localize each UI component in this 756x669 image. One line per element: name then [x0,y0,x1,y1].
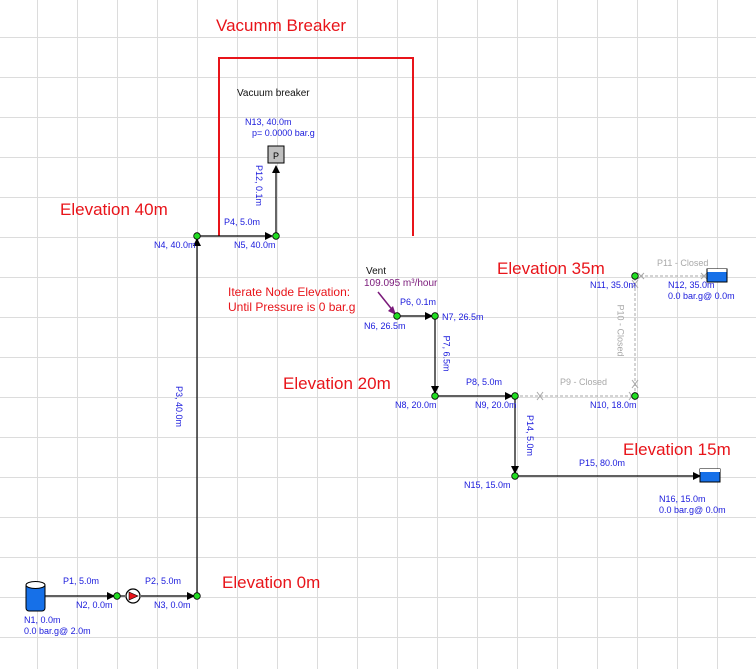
pipe-p2-label: P2, 5.0m [145,576,182,586]
node-n4[interactable] [193,232,201,240]
pipe-p4-label: P4, 5.0m [224,217,261,227]
node-n6[interactable] [393,312,401,320]
node-n3[interactable] [193,592,201,600]
node-n13-label-pressure: p= 0.0000 bar.g [252,128,315,138]
pipe-p15-label: P15, 80.0m [579,458,626,468]
vacuum-breaker-glyph: P [273,151,279,161]
node-n7-label: N7, 26.5m [442,312,484,322]
vent-label: Vent [366,266,387,277]
node-n10[interactable] [631,392,639,400]
pipe-p9-label: P9 - Closed [560,377,608,387]
pipe-p12-label: P12, 0.1m [254,164,265,207]
node-n12-label-pressure: 0.0 bar.g@ 0.0m [668,291,735,301]
vacuum-breaker-icon[interactable] [267,145,285,164]
node-n6-label: N6, 26.5m [364,321,406,331]
node-n2[interactable] [113,592,121,600]
node-n9[interactable] [511,392,519,400]
pipe-p8-label: P8, 5.0m [466,377,503,387]
node-n2-label: N2, 0.0m [76,600,113,610]
node-n10-label: N10, 18.0m [590,400,637,410]
node-n13-label: N13, 40.0m [245,117,292,127]
node-n3-label: N3, 0.0m [154,600,191,610]
pipe-p6-label: P6, 0.1m [400,297,437,307]
vent-arrow-head [388,306,396,315]
iterate-note-line2: Until Pressure is 0 bar.g [228,300,356,314]
pipe-p7-label: P7, 6.5m [441,335,452,372]
pump-icon[interactable] [125,588,141,604]
elevation-20-label: Elevation 20m [283,374,391,393]
node-n11-label: N11, 35.0m [590,280,636,290]
node-n15-label: N15, 15.0m [464,480,511,490]
iterate-note-line1: Iterate Node Elevation: [228,285,351,299]
junction-nodes [113,232,639,600]
node-n12-label: N12, 35.0m [668,280,715,290]
elevation-0-label: Elevation 0m [222,573,321,592]
node-n8[interactable] [431,392,439,400]
node-n11[interactable] [631,272,639,280]
node-n4-label: N4, 40.0m [154,240,196,250]
tank-n16-icon[interactable] [699,468,721,483]
node-n15[interactable] [511,472,519,480]
node-n1-label: N1, 0.0m [24,615,61,625]
elevation-35-label: Elevation 35m [497,259,605,278]
node-n7[interactable] [431,312,439,320]
vacuum-breaker-title: Vacumm Breaker [216,16,347,35]
node-n9-label: N9, 20.0m [475,400,517,410]
node-n16-label-pressure: 0.0 bar.g@ 0.0m [659,505,726,515]
vacuum-breaker-label: Vacuum breaker [237,88,310,99]
elevation-15-label: Elevation 15m [623,440,731,459]
vent-flow-label: 109.095 m³/hour [364,278,438,289]
pipe-p11-label: P11 - Closed [657,258,709,268]
node-n5[interactable] [272,232,280,240]
node-n1-label-pressure: 0.0 bar.g@ 2.0m [24,626,91,636]
node-n5-label: N5, 40.0m [234,240,276,250]
pipe-p14-label: P14, 5.0m [525,414,536,457]
node-n16-label: N16, 15.0m [659,494,706,504]
reservoir-n1-icon[interactable] [25,581,46,612]
pipe-p10-label: P10 - Closed [615,304,626,357]
pipe-p1-label: P1, 5.0m [63,576,100,586]
tank-n12-icon[interactable] [706,268,728,283]
elevation-40-label: Elevation 40m [60,200,168,219]
pipe-p3-label: P3, 40.0m [174,385,185,428]
node-n8-label: N8, 20.0m [395,400,437,410]
vacuum-breaker-bracket [218,57,414,236]
